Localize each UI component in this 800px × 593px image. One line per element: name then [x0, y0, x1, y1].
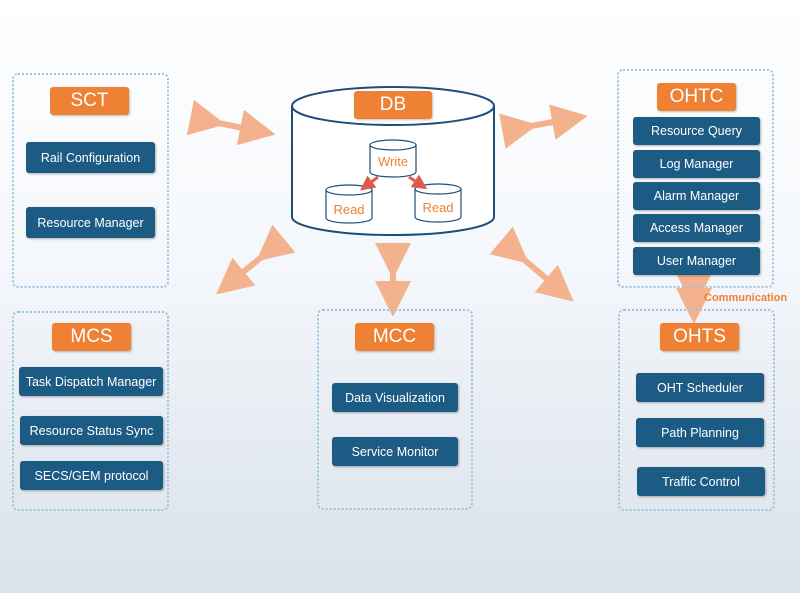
write-cylinder [369, 139, 417, 178]
traffic-control-button[interactable]: Traffic Control [637, 467, 765, 496]
path-planning-button[interactable]: Path Planning [636, 418, 764, 447]
mcs-panel: MCS Task Dispatch Manager Resource Statu… [12, 311, 169, 511]
service-monitor-button[interactable]: Service Monitor [332, 437, 458, 466]
secs-gem-protocol-button[interactable]: SECS/GEM protocol [20, 461, 163, 490]
arrow-sct-db [186, 99, 276, 146]
db-title: DB [354, 91, 432, 119]
read-left-cylinder [325, 184, 373, 224]
ohts-title: OHTS [660, 323, 739, 351]
access-manager-button[interactable]: Access Manager [633, 214, 760, 242]
alarm-manager-button[interactable]: Alarm Manager [633, 182, 760, 210]
oht-scheduler-button[interactable]: OHT Scheduler [636, 373, 764, 402]
mcc-panel: MCC Data Visualization Service Monitor [317, 309, 473, 510]
sct-panel: SCT Rail Configuration Resource Manager [12, 73, 169, 288]
data-visualization-button[interactable]: Data Visualization [332, 383, 458, 412]
task-dispatch-manager-button[interactable]: Task Dispatch Manager [19, 367, 163, 396]
sct-title: SCT [50, 87, 129, 115]
mcc-title: MCC [355, 323, 434, 351]
user-manager-button[interactable]: User Manager [633, 247, 760, 275]
log-manager-button[interactable]: Log Manager [633, 150, 760, 178]
db-read-right-label: Read [422, 200, 454, 215]
ohtc-panel: OHTC Resource Query Log Manager Alarm Ma… [617, 69, 774, 288]
resource-query-button[interactable]: Resource Query [633, 117, 760, 145]
arrow-db-mcs [216, 224, 296, 295]
arrow-write-read-left [360, 175, 379, 191]
db-read-left-label: Read [333, 202, 365, 217]
arrow-write-read-right [408, 174, 428, 190]
rail-configuration-button[interactable]: Rail Configuration [26, 142, 155, 173]
arrow-db-ohtc [499, 104, 588, 149]
ohtc-title: OHTC [657, 83, 736, 111]
ohts-panel: OHTS OHT Scheduler Path Planning Traffic… [618, 309, 775, 511]
mcs-title: MCS [52, 323, 131, 351]
resource-manager-button[interactable]: Resource Manager [26, 207, 155, 238]
communication-label: Communication [704, 292, 788, 304]
resource-status-sync-button[interactable]: Resource Status Sync [20, 416, 163, 445]
db-write-label: Write [377, 154, 409, 169]
arrow-db-ohts [489, 226, 574, 302]
